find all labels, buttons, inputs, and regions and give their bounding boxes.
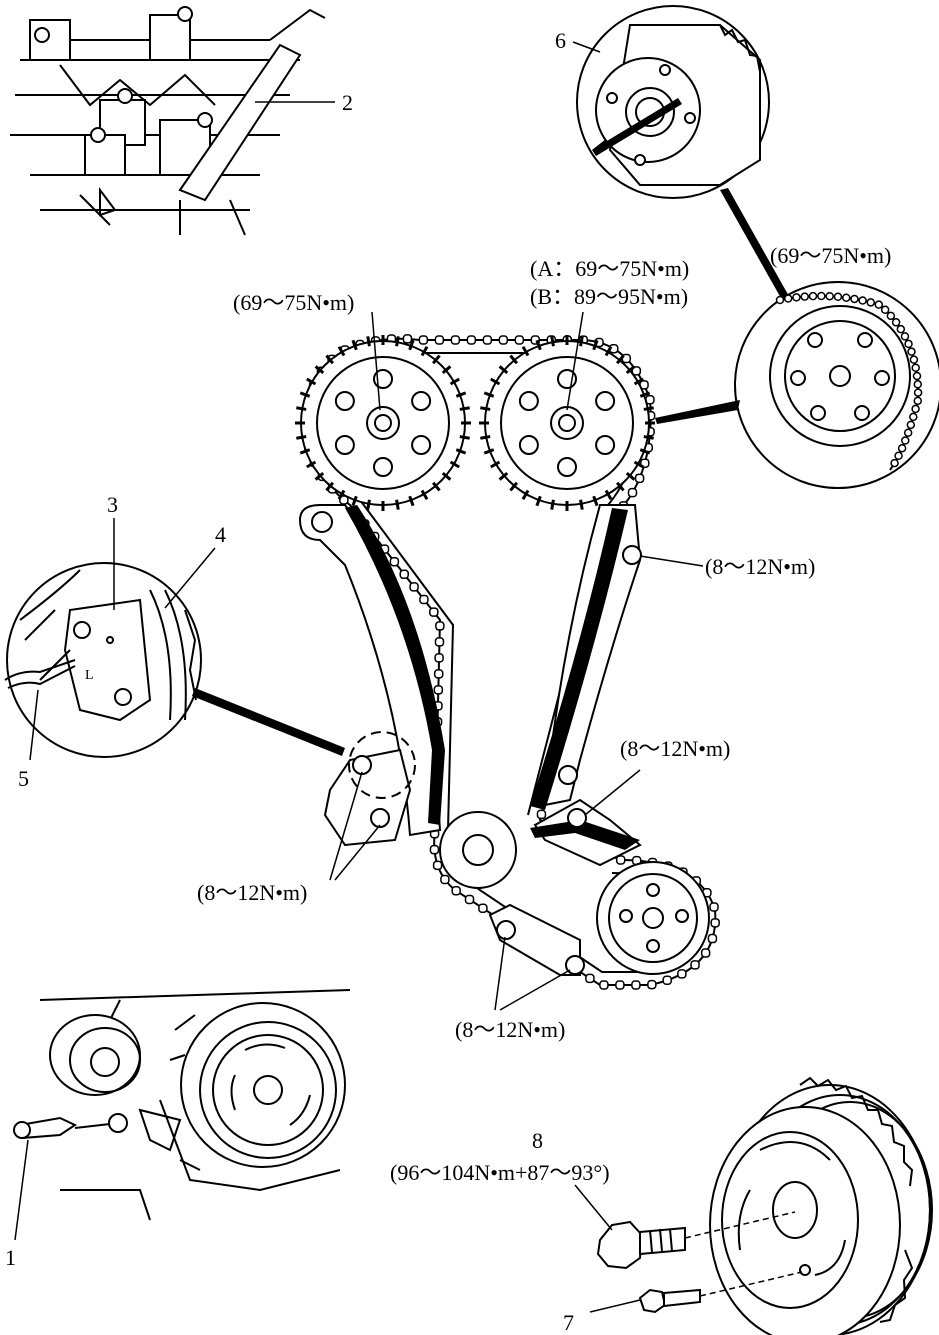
- leader-exhaust: [566, 311, 584, 411]
- timing-chain-assembly: [295, 334, 720, 990]
- callout-4: 4: [215, 522, 226, 547]
- torque-intake-cam: (69～75N•m): [233, 290, 354, 315]
- callout-3: 3: [107, 492, 118, 517]
- leader-4: [164, 547, 216, 609]
- crankshaft-sprocket: [439, 811, 517, 889]
- exhaust-camshaft-sprocket: [484, 340, 650, 506]
- leader-5: [29, 689, 39, 761]
- leader-guide-upper: [639, 555, 704, 567]
- leader-guide-lower: [584, 769, 641, 816]
- tensioner-lock-detail: L: [4, 562, 202, 758]
- callout-1: 1: [5, 1245, 16, 1270]
- callout-8: 8: [532, 1128, 543, 1153]
- torque-exhaust-cam-a: (A：69～75N•m): [530, 256, 689, 281]
- leader-pump-guide-a: [494, 936, 506, 1011]
- intake-camshaft-sprocket: [300, 340, 466, 506]
- torque-tensioner-bolts: (8～12N•m): [197, 880, 307, 905]
- detail-chain-links: [775, 291, 923, 468]
- tensioner-arm-shoe: [345, 505, 445, 825]
- torque-fixed-guide-lower: (8～12N•m): [620, 736, 730, 761]
- torque-detail-sprocket: (69～75N•m): [770, 243, 891, 268]
- tensioner-arm: [298, 504, 442, 837]
- leader-8: [574, 1184, 613, 1231]
- tensioner-letter: L: [85, 668, 94, 683]
- torque-exhaust-cam-b: (B：89～95N•m): [530, 284, 688, 309]
- sprocket-detail-circle: [734, 281, 939, 489]
- camshaft-cap-illustration: [10, 6, 326, 236]
- detail-pointer-sprocket: [655, 400, 740, 424]
- oil-pump-sprocket: [596, 861, 710, 975]
- leader-1: [14, 1139, 29, 1241]
- torque-oil-pump-guide: (8～12N•m): [455, 1017, 565, 1042]
- leader-tensioner-b: [334, 824, 381, 881]
- leader-intake: [371, 311, 381, 411]
- callout-2: 2: [342, 90, 353, 115]
- leader-pump-guide-b: [499, 969, 571, 1011]
- leader-6: [572, 41, 601, 53]
- front-cover-pulley-illustration: [13, 989, 351, 1221]
- crankshaft-pulley-illustration: [596, 1076, 933, 1335]
- detail-pointer-tensioner: [192, 688, 345, 756]
- torque-crank-bolt: (96～104N•m+87～93°): [390, 1160, 610, 1185]
- callout-5: 5: [18, 766, 29, 791]
- vvt-actuator-detail: [576, 5, 770, 199]
- callout-6: 6: [555, 28, 566, 53]
- callout-7: 7: [563, 1310, 574, 1335]
- leader-7: [589, 1299, 641, 1313]
- leader-tensioner-a: [329, 771, 363, 881]
- torque-fixed-guide-upper: (8～12N•m): [705, 554, 815, 579]
- detail-pointer-vvt: [720, 188, 790, 300]
